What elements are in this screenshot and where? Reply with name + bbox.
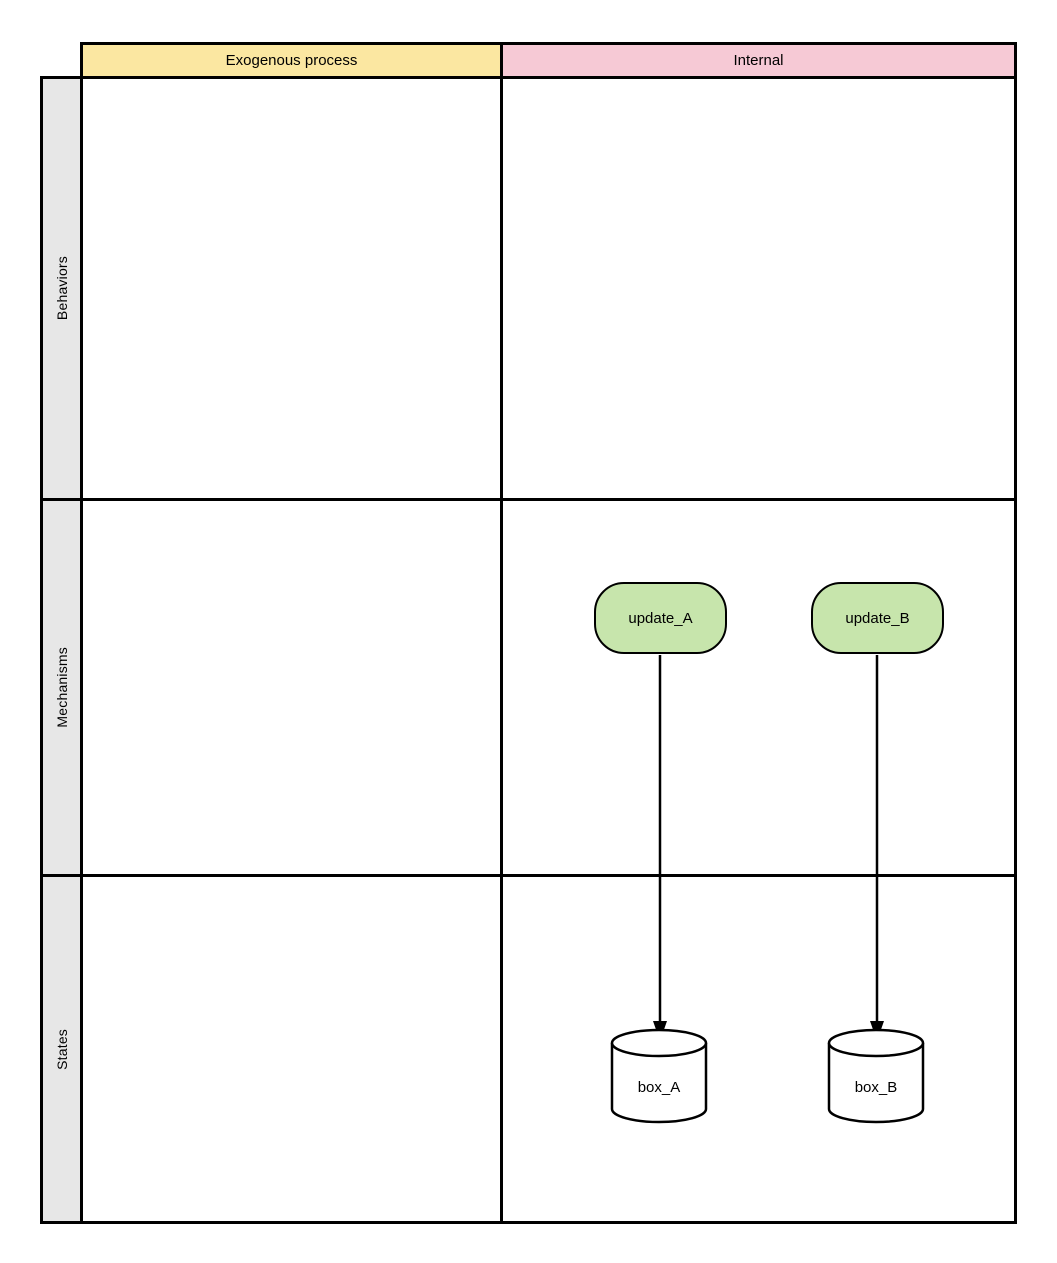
swimlane-grid: Behaviors Mechanisms States bbox=[40, 76, 1017, 1224]
node-label: box_B bbox=[854, 1078, 898, 1096]
cell-states-exogenous bbox=[83, 877, 500, 1221]
row-header-mechanisms: Mechanisms bbox=[43, 501, 80, 874]
row-header-label: Behaviors bbox=[53, 256, 70, 321]
cell-mechanisms-exogenous bbox=[83, 501, 500, 874]
node-label: update_A bbox=[628, 609, 693, 627]
column-header-label: Internal bbox=[733, 52, 784, 69]
cylinder-shape bbox=[827, 1028, 925, 1124]
row-header-behaviors: Behaviors bbox=[43, 79, 80, 498]
node-label: update_B bbox=[845, 609, 910, 627]
cell-behaviors-internal bbox=[503, 79, 1014, 498]
cell-behaviors-exogenous bbox=[83, 79, 500, 498]
row-header-label: Mechanisms bbox=[53, 647, 70, 728]
cell-states-internal bbox=[503, 877, 1014, 1221]
node-box-b: box_B bbox=[827, 1028, 925, 1124]
row-header-states: States bbox=[43, 877, 80, 1221]
cylinder-shape bbox=[610, 1028, 708, 1124]
row-header-label: States bbox=[53, 1028, 70, 1070]
node-update-a: update_A bbox=[594, 582, 727, 654]
column-header-exogenous-process: Exogenous process bbox=[83, 45, 500, 76]
node-label: box_A bbox=[637, 1078, 681, 1096]
column-header-label: Exogenous process bbox=[225, 52, 358, 69]
node-update-b: update_B bbox=[811, 582, 944, 654]
node-box-a: box_A bbox=[610, 1028, 708, 1124]
column-header-internal: Internal bbox=[503, 45, 1014, 76]
cell-mechanisms-internal bbox=[503, 501, 1014, 874]
column-header-row: Exogenous process Internal bbox=[80, 42, 1017, 76]
